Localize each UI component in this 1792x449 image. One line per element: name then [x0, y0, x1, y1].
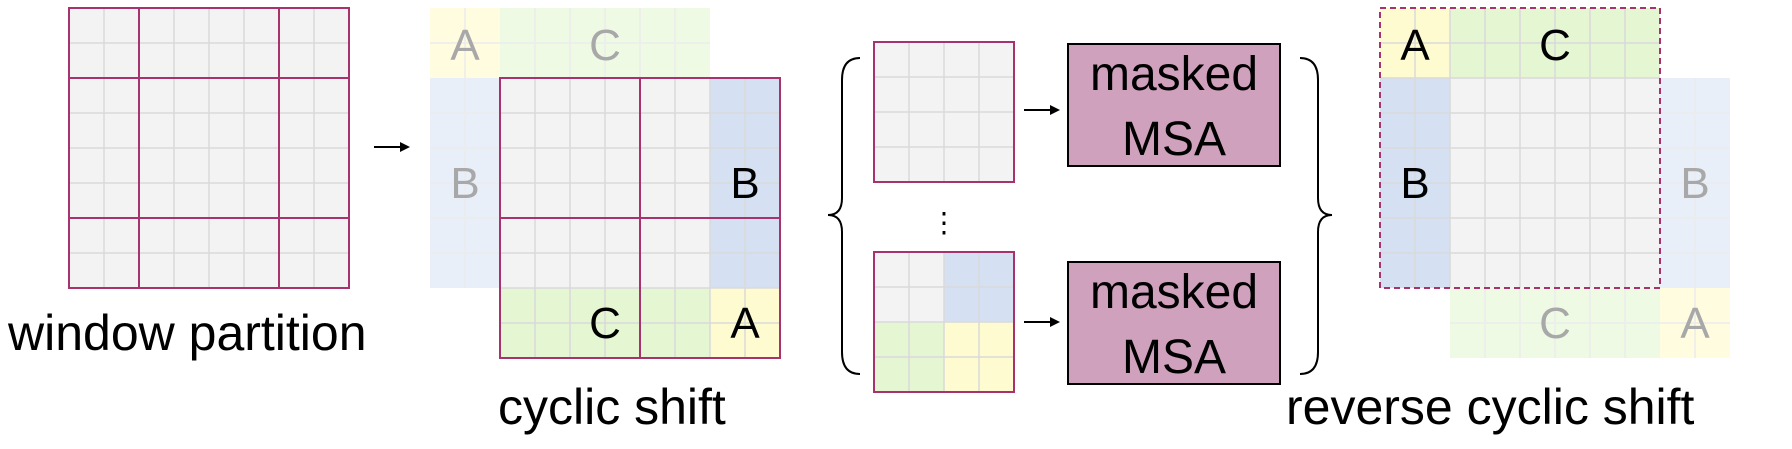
window-bottom: [873, 251, 1015, 393]
ghost-letter-c: C: [1539, 299, 1571, 348]
right-brace: [1299, 57, 1333, 375]
ghost-letter-a: A: [450, 21, 480, 70]
msa-box-top-line2: MSA: [1122, 113, 1226, 166]
fine-grid: [1380, 8, 1660, 288]
region-letter-a: A: [1400, 21, 1430, 70]
region-letter-b: B: [730, 159, 759, 208]
ghost-regions: A C B: [430, 8, 710, 288]
region-letter-c: C: [1539, 21, 1571, 70]
restored-map-border: [1379, 7, 1661, 289]
msa-box-bottom-line2: MSA: [1122, 331, 1226, 384]
ghost-letter-b: B: [1680, 159, 1709, 208]
vertical-ellipsis: ⋮: [930, 207, 958, 238]
arrow-right-icon: [1024, 105, 1060, 115]
window-top: [873, 41, 1015, 183]
ghost-letter-c: C: [589, 21, 621, 70]
arrow-right-icon: [1024, 317, 1060, 327]
msa-box-top-line1: masked: [1090, 48, 1258, 101]
cyclic-shift-label: cyclic shift: [498, 379, 726, 435]
arrow-right-icon: [374, 142, 410, 152]
window-borders: [68, 7, 350, 289]
region-letter-b: B: [1400, 159, 1429, 208]
window-partition-label: window partition: [7, 305, 367, 361]
msa-box-bottom: masked MSA: [1067, 261, 1281, 385]
cyclic-shift-panel: A C B B C A: [430, 8, 781, 359]
left-brace: [827, 57, 861, 375]
ghost-regions: B C A: [1450, 78, 1730, 358]
reverse-cyclic-shift-panel: B C A A C B: [1379, 7, 1730, 358]
ghost-letter-b: B: [450, 159, 479, 208]
region-letter-c: C: [589, 299, 621, 348]
reverse-cyclic-shift-label: reverse cyclic shift: [1286, 379, 1695, 435]
msa-box-bottom-line1: masked: [1090, 266, 1258, 319]
window-borders: [499, 77, 781, 359]
msa-box-top: masked MSA: [1067, 43, 1281, 167]
region-letter-a: A: [730, 299, 760, 348]
window-partition-panel: [68, 7, 350, 289]
ghost-letter-a: A: [1680, 299, 1710, 348]
